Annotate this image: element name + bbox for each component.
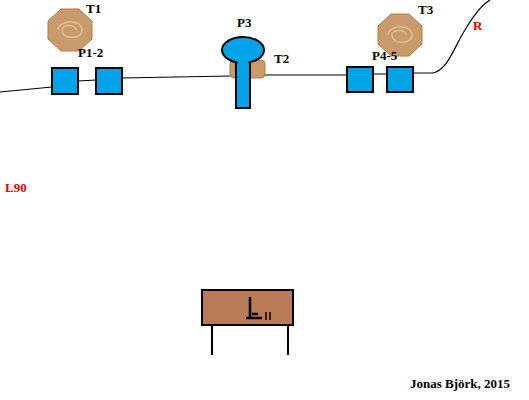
plate-square xyxy=(387,67,413,92)
part-label: P1-2 xyxy=(78,45,103,60)
plate-square xyxy=(52,68,78,94)
part-label: P3 xyxy=(237,15,251,30)
part-label: T3 xyxy=(418,2,433,17)
target-symbol xyxy=(48,9,92,51)
part-label: T1 xyxy=(86,1,101,16)
popper-symbol xyxy=(222,37,264,108)
plate-square xyxy=(96,68,122,94)
direction-label: R xyxy=(473,18,482,33)
part-label: Jonas Björk, 2015 xyxy=(410,376,510,391)
plate-square xyxy=(347,67,373,92)
shooting-table xyxy=(202,290,293,355)
part-label: P4-5 xyxy=(372,48,397,63)
direction-label: L90 xyxy=(5,180,27,195)
part-label: T2 xyxy=(274,51,289,66)
